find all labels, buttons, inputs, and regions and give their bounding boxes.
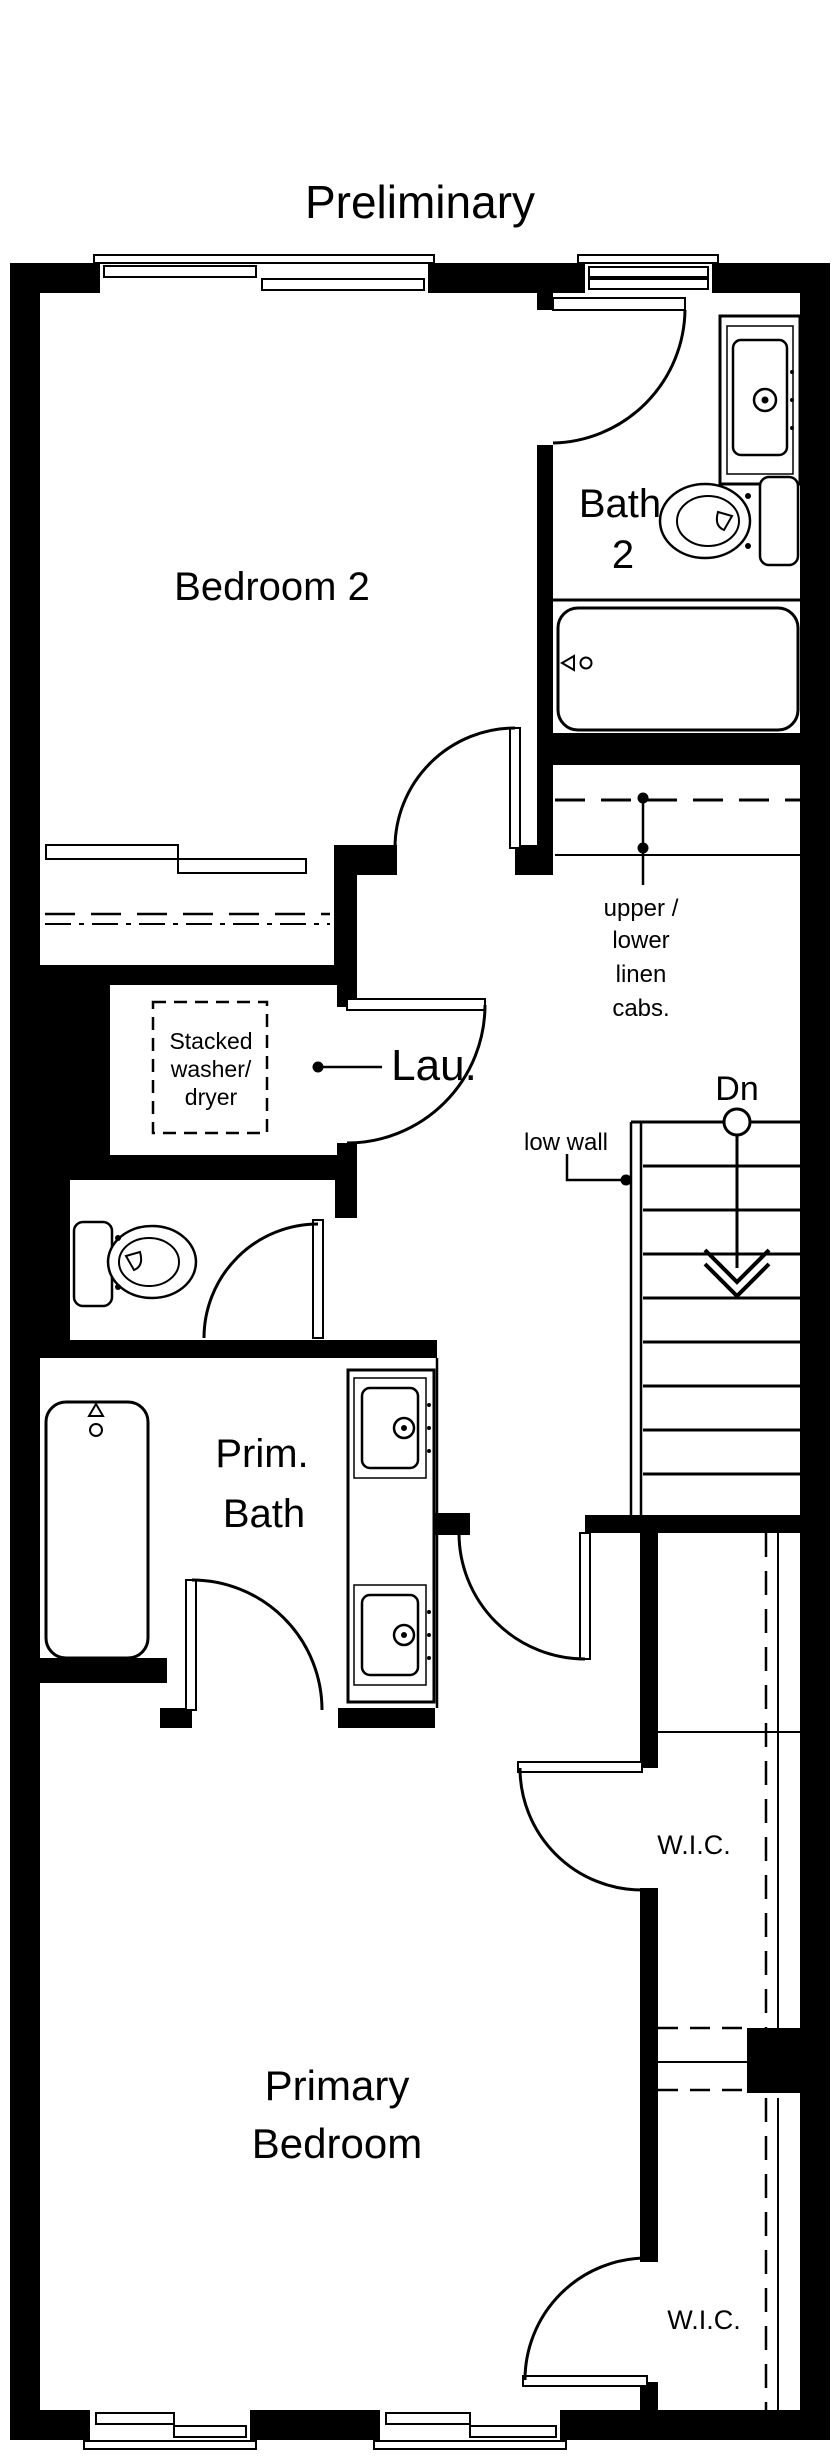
fixtures — [44, 314, 802, 1704]
prim-bath-sink-2 — [353, 1584, 431, 1686]
bath2-sink — [718, 314, 802, 486]
door-hall-vestibule — [457, 1532, 591, 1661]
window-bath2-top — [577, 254, 719, 290]
window-bedroom2-top — [93, 254, 435, 291]
wall-right — [800, 263, 830, 2440]
wall-bottom-b — [250, 2410, 380, 2440]
low-wall-leader — [565, 1154, 632, 1186]
interior-wall-lines — [435, 598, 800, 1708]
wall-bed2-south-b — [515, 845, 553, 875]
door-wic-lower — [522, 2256, 648, 2387]
bath2-tub — [556, 606, 800, 732]
leader-lines — [312, 792, 649, 1186]
label-wic-upper: W.I.C. — [657, 1830, 731, 1860]
wall-bed2-closet-east — [334, 845, 357, 985]
label-bedroom2: Bedroom 2 — [174, 565, 370, 609]
wall-bottom-c — [560, 2410, 830, 2440]
doors — [45, 297, 687, 2387]
wall-top-mid — [428, 263, 585, 293]
bath2-toilet — [658, 475, 800, 567]
wall-wc-west — [40, 1180, 70, 1340]
wall-primbath-south-a — [160, 1708, 192, 1728]
wall-primbath-south-b — [338, 1708, 435, 1728]
label-prim-bath-line2: Bath — [223, 1492, 305, 1536]
wall-wic-west-c — [640, 2382, 658, 2410]
wall-bath2-west-upper — [537, 293, 553, 310]
wall-bed2-south-a — [334, 845, 397, 875]
label-linen-line3: linen — [616, 961, 667, 988]
wall-wc-east-a — [335, 1180, 357, 1218]
door-bedroom2 — [393, 726, 521, 849]
closet-lines — [45, 798, 800, 2410]
label-primary-line2: Bedroom — [252, 2120, 422, 2167]
wall-bath2-west-lower — [537, 445, 553, 863]
prim-bath-vanity — [346, 1368, 436, 1704]
door-bath2 — [552, 297, 687, 445]
exterior-walls — [10, 263, 830, 2440]
door-prim-bath — [185, 1578, 324, 1711]
closet-bypass-doors — [45, 844, 307, 874]
interior-walls — [10, 293, 800, 2410]
door-water-closet — [202, 1219, 324, 1339]
label-linen-line1: upper / — [604, 895, 679, 922]
wall-laundry-south — [10, 1155, 357, 1180]
label-stairs-down: Dn — [715, 1070, 758, 1108]
prim-bath-tub — [44, 1400, 150, 1660]
page-title: Preliminary — [305, 176, 535, 228]
window-primary-bottom-left — [83, 2412, 257, 2450]
wall-bottom-a — [10, 2410, 90, 2440]
door-wic-upper — [517, 1761, 643, 1892]
label-bath2-line2: 2 — [612, 533, 634, 577]
stairs-down-arrow — [703, 1107, 771, 1299]
labels: Preliminary Bedroom 2 Bath 2 upper / low… — [169, 176, 758, 2335]
wc-toilet — [72, 1220, 198, 1308]
wall-tub-south — [10, 1658, 167, 1683]
label-laundry: Lau. — [391, 1041, 477, 1090]
wall-wic-west-b — [640, 1888, 658, 2262]
label-linen-line4: cabs. — [612, 995, 669, 1022]
wall-wic-west-a — [640, 1533, 658, 1768]
wall-bath2-south — [547, 733, 800, 765]
label-prim-bath-line1: Prim. — [215, 1432, 308, 1476]
stairs — [629, 1107, 800, 1515]
stacked-washer-dryer-box — [151, 1000, 269, 1135]
wall-hall-west-b — [337, 1143, 357, 1180]
wall-chase — [747, 2028, 800, 2093]
label-low-wall: low wall — [524, 1129, 608, 1156]
prim-bath-sink-1 — [353, 1377, 431, 1479]
window-primary-bottom-right — [373, 2412, 567, 2450]
label-washer-line1: Stacked — [169, 1028, 252, 1054]
wall-closet-back — [10, 965, 357, 985]
wall-stairhall-stub — [430, 1513, 470, 1535]
label-washer-line2: washer/ — [170, 1056, 252, 1082]
label-washer-line3: dryer — [185, 1084, 238, 1110]
wall-primbath-north — [10, 1340, 437, 1358]
wall-laundry-west — [40, 985, 110, 1155]
stair-treads — [643, 1164, 800, 1476]
label-bath2-line1: Bath — [579, 482, 661, 526]
windows — [83, 254, 719, 2450]
wall-stairhall-south — [585, 1515, 800, 1533]
label-linen-line2: lower — [612, 927, 669, 954]
laundry-leader — [312, 1061, 382, 1073]
linen-leader — [637, 792, 649, 885]
label-primary-line1: Primary — [265, 2062, 410, 2109]
label-wic-lower: W.I.C. — [667, 2305, 741, 2335]
door-laundry — [346, 998, 487, 1145]
